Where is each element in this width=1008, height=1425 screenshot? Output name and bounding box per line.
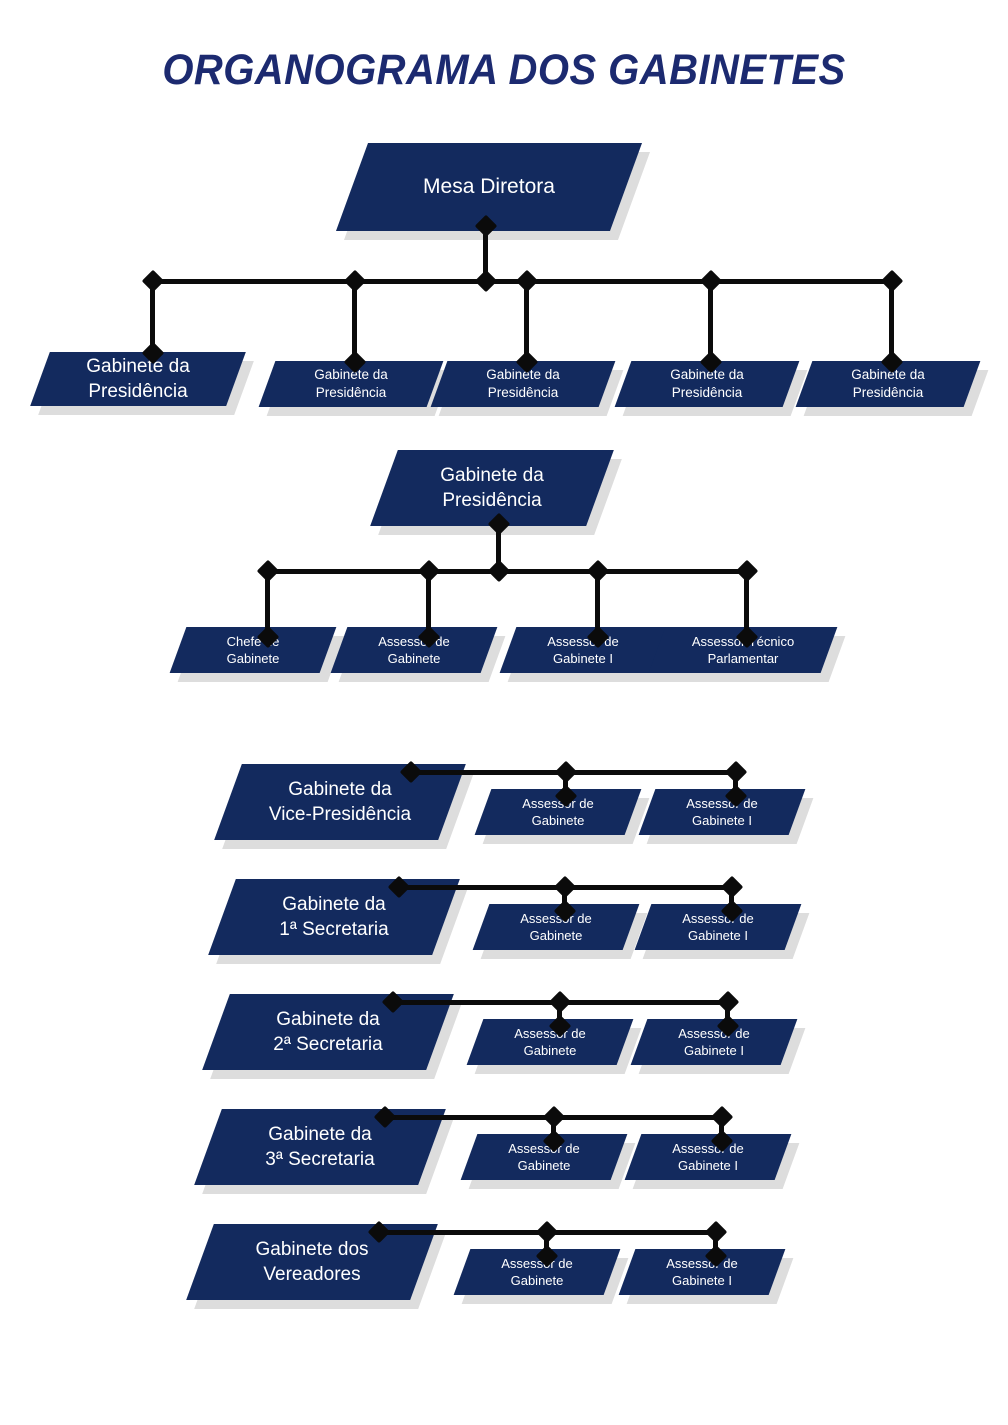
node-assessor-tecnico-parlamentar[interactable]: Assessor Técnico Parlamentar [648, 627, 846, 682]
node-row-3-parent[interactable]: Gabinete da 3ª Secretaria [194, 1109, 454, 1194]
node-row-4-child-1[interactable]: Assessor de Gabinete I [618, 1249, 794, 1304]
node-row-2-child-1[interactable]: Assessor de Gabinete I [630, 1019, 806, 1074]
connector-branch [889, 281, 894, 362]
connector-branch [524, 281, 529, 362]
connector-root-drop [483, 225, 488, 283]
connector-branch [557, 1002, 562, 1026]
node-label: Assessor de Gabinete [501, 1255, 573, 1288]
connector-diamond [716, 990, 739, 1014]
node-label: Assessor de Gabinete I [678, 1025, 750, 1058]
connector-branch [744, 571, 749, 637]
connector-diamond [553, 875, 576, 899]
connector-diamond [535, 1220, 558, 1244]
connector-diamond [548, 990, 571, 1014]
connector-branch [719, 1117, 724, 1141]
connector-diamond [542, 1105, 565, 1129]
connector-branch [733, 772, 738, 796]
connector-diamond [256, 559, 279, 583]
node-label: Mesa Diretora [423, 175, 555, 199]
node-label: Assessor Técnico Parlamentar [691, 633, 795, 666]
connector-diamond [474, 269, 497, 293]
node-row-1-child-0[interactable]: Assessor de Gabinete [472, 904, 648, 959]
node-label: Gabinete da Vice-Presidência [268, 778, 412, 825]
connector-diamond [704, 1220, 727, 1244]
node-assessor-gabinete[interactable]: Assessor de Gabinete [330, 627, 506, 682]
connector-diamond [720, 875, 743, 899]
node-row-0-child-1[interactable]: Assessor de Gabinete I [638, 789, 814, 844]
connector-branch [265, 571, 270, 637]
node-label: Assessor de Gabinete I [682, 910, 754, 943]
connector-diamond [724, 760, 747, 784]
node-row-2-parent[interactable]: Gabinete da 2ª Secretaria [202, 994, 462, 1079]
connector-diamond [141, 269, 164, 293]
page-title: ORGANOGRAMA DOS GABINETES [162, 46, 846, 94]
node-gabinete-presidencia-1[interactable]: Gabinete da Presidência [30, 352, 254, 415]
connector-branch [595, 571, 600, 637]
connector-branch [729, 887, 734, 911]
node-label: Assessor de Gabinete I [672, 1140, 744, 1173]
connector-diamond [699, 269, 722, 293]
connector-branch [150, 281, 155, 353]
node-chefe-de-gabinete[interactable]: Chefe de Gabinete [169, 627, 345, 682]
connector-branch [563, 772, 568, 796]
connector-diamond [586, 559, 609, 583]
node-label: Gabinete da 2ª Secretaria [273, 1008, 383, 1055]
connector-diamond [515, 269, 538, 293]
node-row-4-child-0[interactable]: Assessor de Gabinete [453, 1249, 629, 1304]
node-label: Assessor de Gabinete [514, 1025, 586, 1058]
node-label: Assessor de Gabinete I [547, 633, 619, 666]
node-label: Assessor de Gabinete I [666, 1255, 738, 1288]
node-label: Gabinete dos Vereadores [255, 1238, 369, 1285]
connector-branch [725, 1002, 730, 1026]
node-assessor-gabinete-i[interactable]: Assessor de Gabinete I [499, 627, 675, 682]
connector-branch [562, 887, 567, 911]
node-row-3-child-1[interactable]: Assessor de Gabinete I [624, 1134, 800, 1189]
connector-branch [713, 1232, 718, 1256]
node-row-0-parent[interactable]: Gabinete da Vice-Presidência [214, 764, 474, 849]
node-row-1-child-1[interactable]: Assessor de Gabinete I [634, 904, 810, 959]
connector-diamond [487, 559, 510, 583]
node-label: Chefe de Gabinete [226, 633, 280, 666]
connector-diamond [735, 559, 758, 583]
connector-diamond [880, 269, 903, 293]
connector-diamond [554, 760, 577, 784]
connector-branch [544, 1232, 549, 1256]
node-mesa-diretora[interactable]: Mesa Diretora [335, 143, 651, 240]
node-label: Gabinete da 3ª Secretaria [265, 1123, 375, 1170]
connector-branch [708, 281, 713, 362]
node-row-1-parent[interactable]: Gabinete da 1ª Secretaria [208, 879, 468, 964]
connector-diamond [417, 559, 440, 583]
connector-branch [551, 1117, 556, 1141]
node-row-2-child-0[interactable]: Assessor de Gabinete [466, 1019, 642, 1074]
node-label: Gabinete da Presidência [440, 464, 544, 511]
node-label: Assessor de Gabinete [520, 910, 592, 943]
connector-branch [352, 281, 357, 362]
node-label: Gabinete da Presidência [86, 355, 190, 402]
node-row-4-parent[interactable]: Gabinete dos Vereadores [186, 1224, 446, 1309]
connector-branch [426, 571, 431, 637]
node-label: Gabinete da Presidência [670, 367, 744, 400]
node-label: Gabinete da 1ª Secretaria [279, 893, 389, 940]
connector-root-drop [496, 523, 501, 573]
node-label: Assessor de Gabinete I [686, 795, 758, 828]
connector-diamond [343, 269, 366, 293]
node-gabinete-presidencia-4[interactable]: Gabinete da Presidência [614, 361, 808, 416]
connector-diamond [710, 1105, 733, 1129]
node-label: Assessor de Gabinete [378, 633, 450, 666]
node-section2-root[interactable]: Gabinete da Presidência [370, 450, 622, 535]
